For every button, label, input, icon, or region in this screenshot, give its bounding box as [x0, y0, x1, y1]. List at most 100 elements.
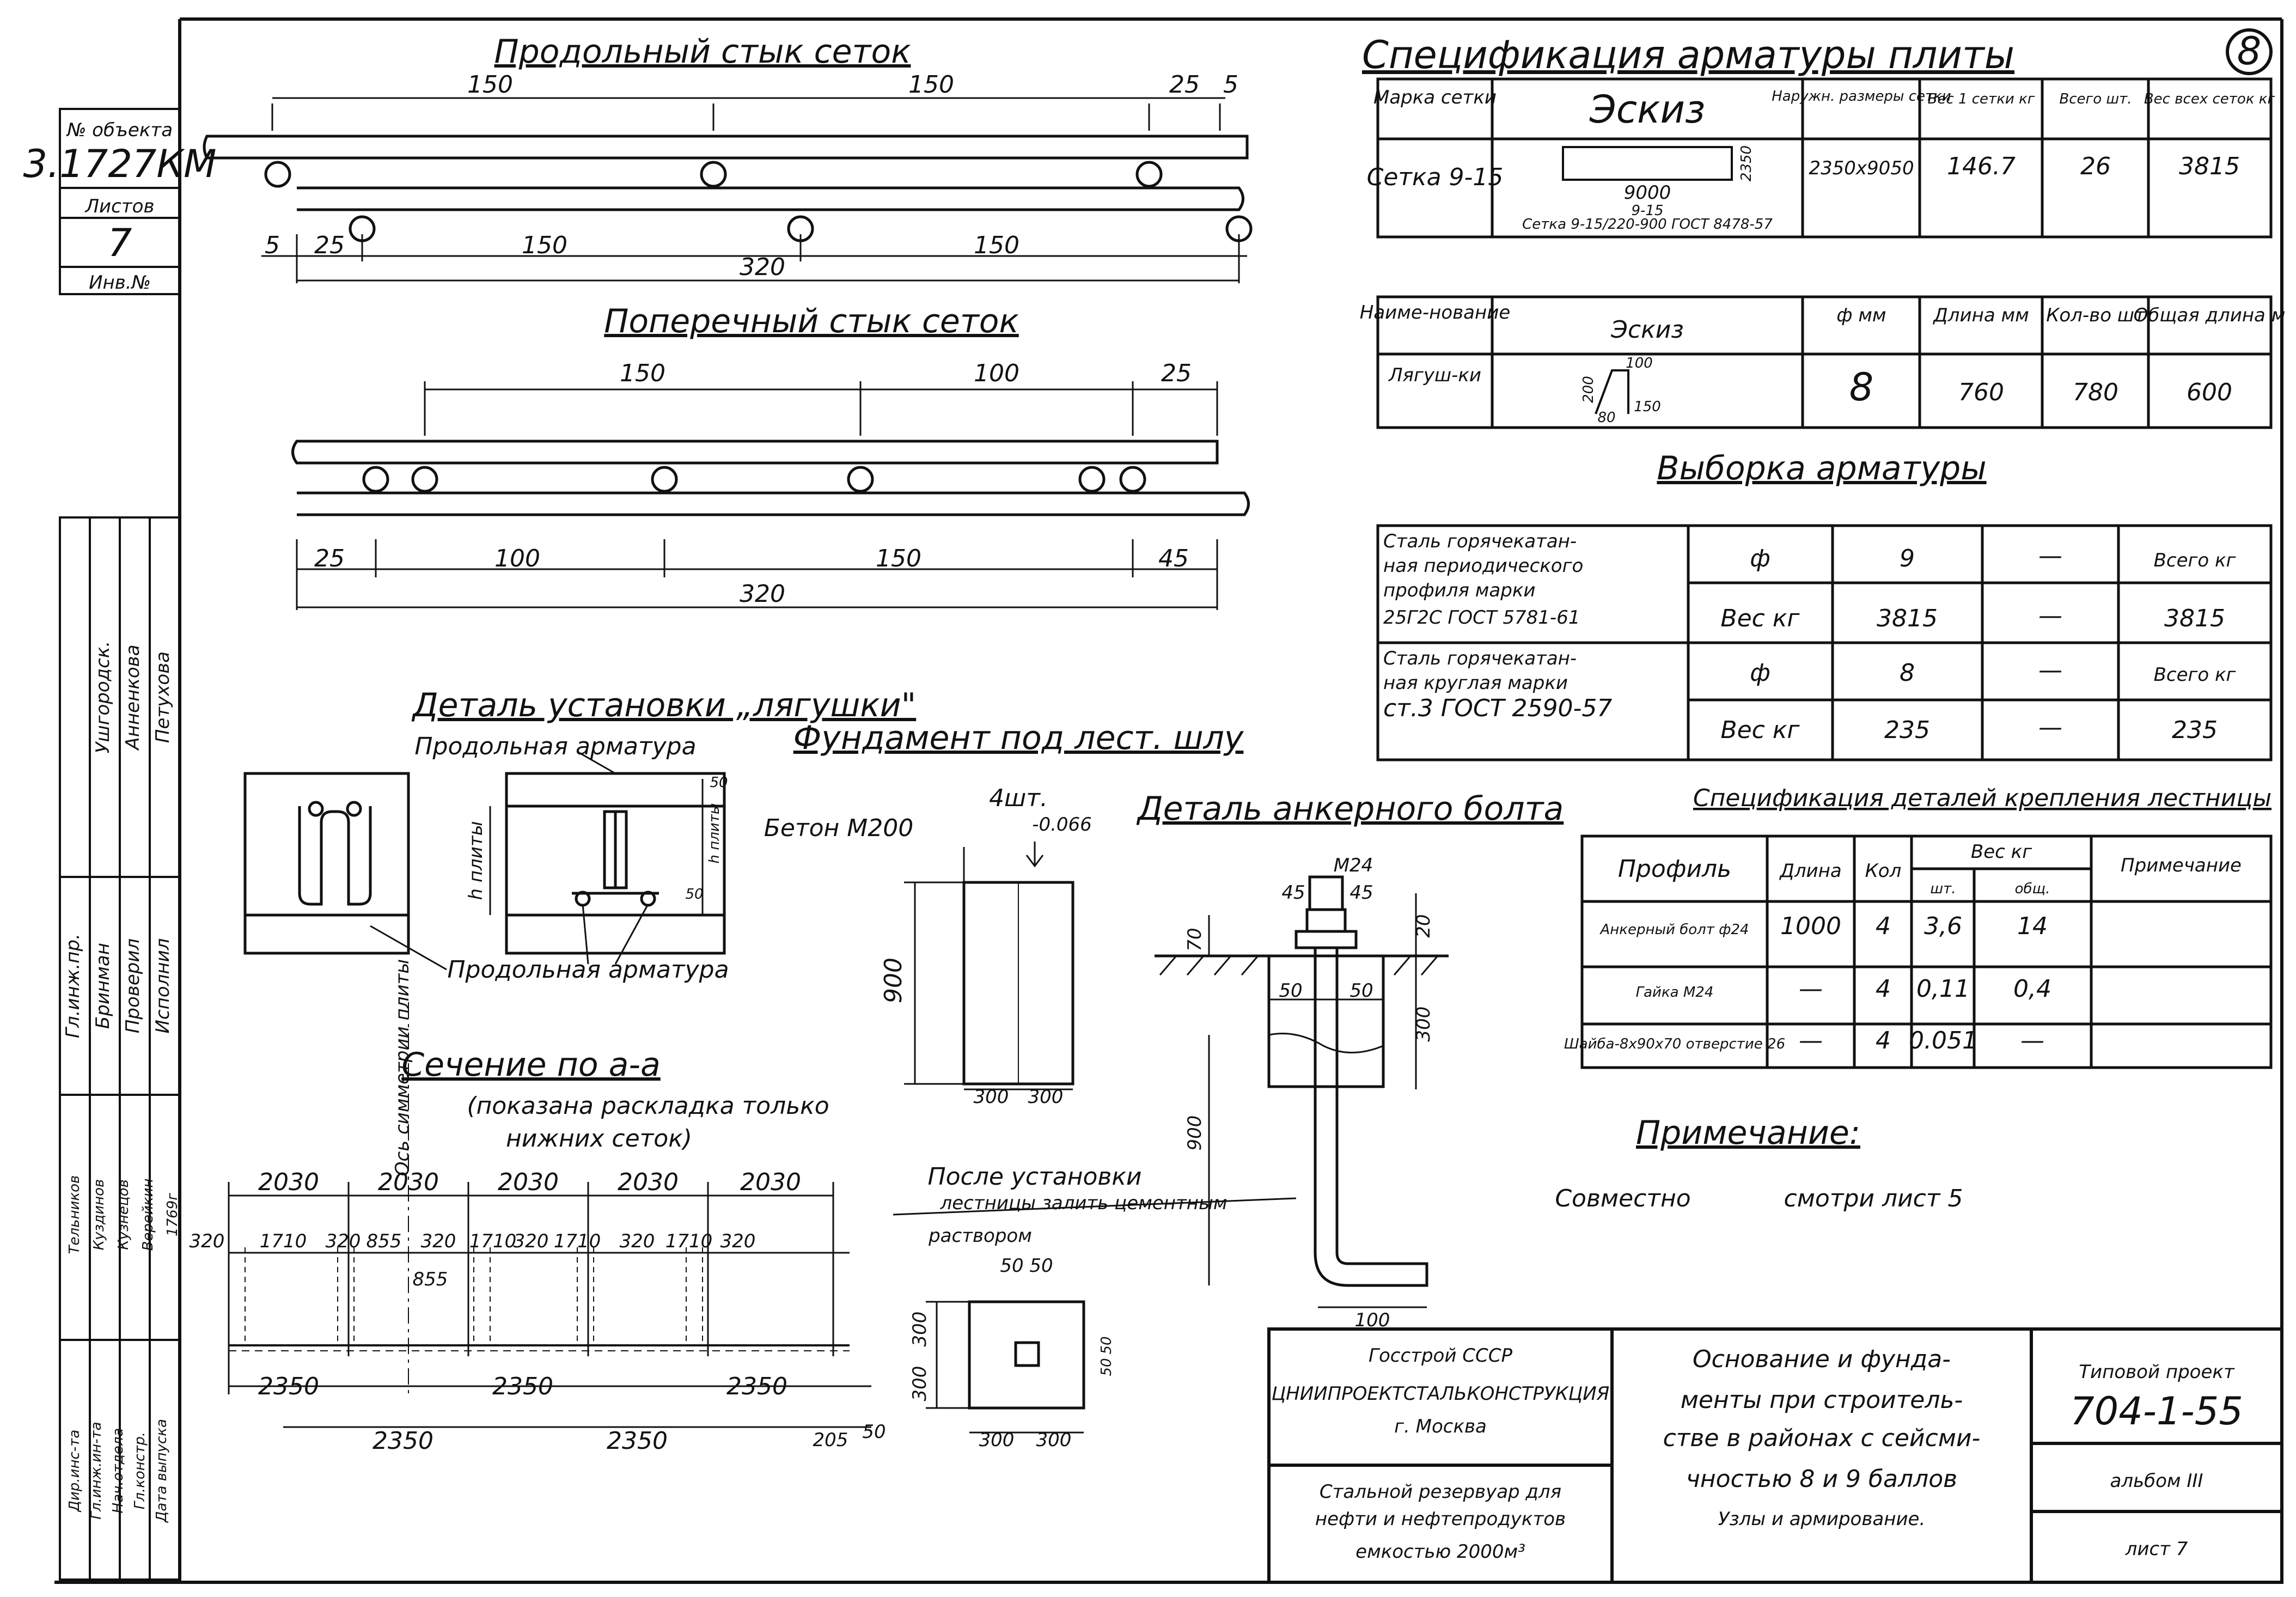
section-top-dim-5: 2030	[740, 1168, 801, 1196]
stamp-role-left2-0: Дир.инс-та	[66, 1430, 83, 1513]
dim-long-top-1: 150	[467, 71, 513, 99]
section-low2-dim-2: 2350	[607, 1427, 668, 1455]
detail-foundation-title: Фундамент под лест. шлу	[793, 719, 1244, 757]
tb-org-2: ЦНИИПРОЕКТСТАЛЬКОНСТРУКЦИЯ	[1272, 1383, 1610, 1405]
vyb-r1-val: 9	[1900, 545, 1915, 572]
section-top-dim-3: 2030	[498, 1168, 559, 1196]
foundation-note-1: После установки	[928, 1163, 1142, 1191]
detail-anchor-title: Деталь анкерного болта	[1136, 790, 1564, 828]
spec3-cell-r2-c4: —	[2020, 1027, 2044, 1054]
dim-cross-top-1: 150	[620, 359, 665, 387]
foundation-plan-left-2: 300	[909, 1366, 931, 1401]
spec3-cell-r0-c2: 4	[1876, 912, 1891, 940]
frog-dim-50b: 50	[685, 886, 703, 903]
stamp-role-left-1: Бринман	[92, 943, 114, 1029]
spec1-row-sketch-sub: 9-15	[1631, 203, 1663, 219]
vyb-r2-total-label: Всего кг	[2154, 664, 2237, 686]
dim-long-total: 320	[740, 253, 785, 281]
section-mid-855: 855	[413, 1269, 448, 1290]
tb-desc-4: чностью 8 и 9 баллов	[1686, 1465, 1957, 1493]
vyb-r2-dash: —	[2038, 656, 2062, 684]
foundation-plan-left-1: 300	[909, 1312, 931, 1347]
section-mid-dim-1: 320	[190, 1230, 225, 1252]
foundation-dim-w1: 300	[974, 1086, 1009, 1108]
section-top-dim-1: 2030	[258, 1168, 319, 1196]
spec3-h-pc: шт.	[1930, 881, 1956, 897]
spec1-row-w1: 146.7	[1947, 153, 2016, 180]
stamp-role-left-2: Проверил	[122, 938, 144, 1033]
section-d205: 205	[813, 1429, 848, 1451]
note-text-1: Совместно	[1555, 1185, 1690, 1212]
tb-desc-1: Основание и фунда-	[1693, 1345, 1951, 1373]
vyb-r1-wdash: —	[2038, 602, 2062, 630]
anchor-d300: 300	[1413, 1007, 1434, 1042]
vyb-r1-desc-4: 25Г2С ГОСТ 5781-61	[1383, 607, 1580, 629]
dim-long-top-4: 5	[1223, 71, 1238, 99]
stamp-object-code: 3.1727КМ	[23, 142, 216, 186]
spec1-h-w1: Вес 1 сетки кг	[1928, 91, 2035, 107]
dim-cross-bot-2: 100	[494, 545, 540, 572]
spec3-cell-r1-c1: —	[1799, 975, 1823, 1003]
spec2-h-total: Общая длина м	[2134, 304, 2286, 326]
section-low2-dim-1: 2350	[373, 1427, 433, 1455]
anchor-d20: 20	[1413, 914, 1434, 937]
foundation-elev: -0.066	[1032, 814, 1092, 836]
section-top-dim-4: 2030	[618, 1168, 679, 1196]
section-low-dim-1: 2350	[258, 1373, 319, 1400]
vyb-r2-phi: ф	[1750, 659, 1770, 687]
spec2-row-sk1: 100	[1626, 355, 1653, 371]
spec1-row-size: 2350x9050	[1809, 157, 1914, 179]
section-low-dim-2: 2350	[492, 1373, 553, 1400]
spec2-row-sk3: 80	[1597, 410, 1615, 426]
spec1-row-qty: 26	[2080, 153, 2111, 180]
spec3-cell-r0-c0: Анкерный болт ф24	[1599, 922, 1749, 938]
tb-project-code: 704-1-55	[2070, 1389, 2243, 1434]
spec1-h-sketch: Эскиз	[1589, 87, 1705, 132]
dim-cross-bot-1: 25	[314, 545, 345, 572]
table-selection: Выборка арматуры Сталь горячекатан- ная …	[1376, 449, 2273, 761]
page-number-badge: 8	[2226, 28, 2273, 75]
foundation-plan-bot-1: 300	[979, 1429, 1015, 1451]
table-spec-fixings: Спецификация деталей крепления лестницы …	[1564, 784, 2273, 1069]
stamp-name-left2-4: 1769г	[164, 1193, 181, 1236]
tb-album: альбом III	[2110, 1470, 2203, 1492]
vyb-r2-w: 235	[1884, 716, 1930, 744]
anchor-d50b: 50	[1349, 980, 1373, 1002]
spec1-row-wall: 3815	[2179, 153, 2240, 180]
detail-frog-title: Деталь установки „лягушки"	[411, 686, 916, 724]
section-mid-dim-8: 1710	[554, 1230, 601, 1252]
frog-dim-50a: 50	[710, 775, 728, 791]
spec3-cell-r2-c2: 4	[1876, 1027, 1891, 1054]
spec3-h-note: Примечание	[2121, 855, 2242, 876]
title-block: Госстрой СССР ЦНИИПРОЕКТСТАЛЬКОНСТРУКЦИЯ…	[1267, 1327, 2283, 1584]
stamp-role-left2-1: Гл.инж.ин-та	[88, 1422, 105, 1519]
foundation-dim-h: 900	[880, 958, 907, 1003]
spec2-h-len: Длина мм	[1932, 304, 2029, 326]
dim-cross-top-2: 100	[974, 359, 1019, 387]
tb-desc-2: менты при строитель-	[1681, 1386, 1963, 1414]
section-top-dim-2: 2030	[378, 1168, 439, 1196]
stamp-name-left2-1: Куздинов	[91, 1179, 107, 1251]
note-block: Примечание: Совместно смотри лист 5	[1555, 1114, 1963, 1212]
stamp-role-top-1: Анненкова	[122, 644, 144, 751]
spec3-h-weight: Вес кг	[1971, 841, 2032, 863]
vyb-r1-desc-3: профиля марки	[1383, 580, 1535, 601]
foundation-note-2: лестницы залить цементным	[939, 1192, 1227, 1214]
vyb-r1-w: 3815	[1877, 605, 1938, 632]
vyb-r2-wtot: 235	[2172, 716, 2218, 744]
spec2-row-len: 760	[1958, 379, 2004, 406]
foundation-concrete: Бетон М200	[764, 814, 914, 842]
spec1-title: Спецификация арматуры плиты	[1362, 33, 2014, 77]
dim-long-top-3: 25	[1169, 71, 1200, 99]
spec1-h-mark: Марка сетки	[1373, 87, 1497, 108]
spec2-h-dia: ф мм	[1836, 304, 1886, 326]
foundation-plan-bot-2: 300	[1036, 1429, 1072, 1451]
section-mid-dim-11: 320	[720, 1230, 756, 1252]
spec1-row-sketch-note: Сетка 9-15/220-900 ГОСТ 8478-57	[1522, 216, 1773, 233]
spec1-h-qty: Всего шт.	[2059, 91, 2132, 107]
foundation-plan-r2: 50	[1098, 1358, 1115, 1376]
dim-long-top-2: 150	[908, 71, 954, 99]
section-d50: 50	[862, 1421, 886, 1443]
